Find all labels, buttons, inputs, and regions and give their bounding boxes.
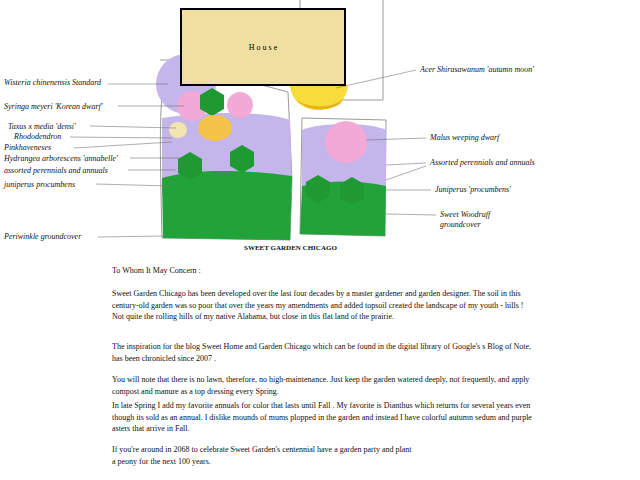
- plant-label: Wisteria chinenensis Standard: [4, 78, 104, 88]
- plant-label: Pinkhaveneses: [4, 143, 51, 153]
- plant-label: Rhododendron: [14, 132, 61, 142]
- plant-label: Malus weeping dwarf: [430, 133, 499, 143]
- letter-text: You will note that there is no lawn, the…: [112, 374, 532, 397]
- house-box: H o u s e: [180, 8, 346, 86]
- letter-text: Sweet Garden Chicago has been developed …: [112, 288, 532, 323]
- plant-label: Assorted perennials and annuals: [430, 158, 540, 168]
- plant-label: Hydrangea arborescens 'annabelle': [4, 154, 118, 164]
- plant-label: assorted perennials and annuals: [4, 166, 108, 176]
- letter-text: The inspiration for the blog Sweet Home …: [112, 341, 532, 364]
- letter-text: To Whom It May Concern :: [112, 265, 532, 277]
- plant-label: Juniperus 'procumbens': [435, 185, 511, 195]
- letter-text: In late Spring I add my favorite annuals…: [112, 400, 532, 435]
- plant-label: Acer Shirasawanum 'autumn moon': [420, 65, 534, 75]
- plant-label: Syringa meyeri 'Korean dwarf': [4, 102, 102, 112]
- plant-label: Periwinkle groundcover: [4, 232, 81, 242]
- plant-label: Sweet Woodruff groundcover: [440, 210, 510, 230]
- plant-label: juniperus procumbens: [4, 180, 75, 190]
- plant-label: Taxus x media 'densi': [8, 122, 76, 132]
- diagram-title: SWEET GARDEN CHICAGO: [244, 244, 337, 252]
- letter-text: If you're around in 2068 to celebrate Sw…: [112, 444, 412, 467]
- house-label: H o u s e: [249, 43, 277, 52]
